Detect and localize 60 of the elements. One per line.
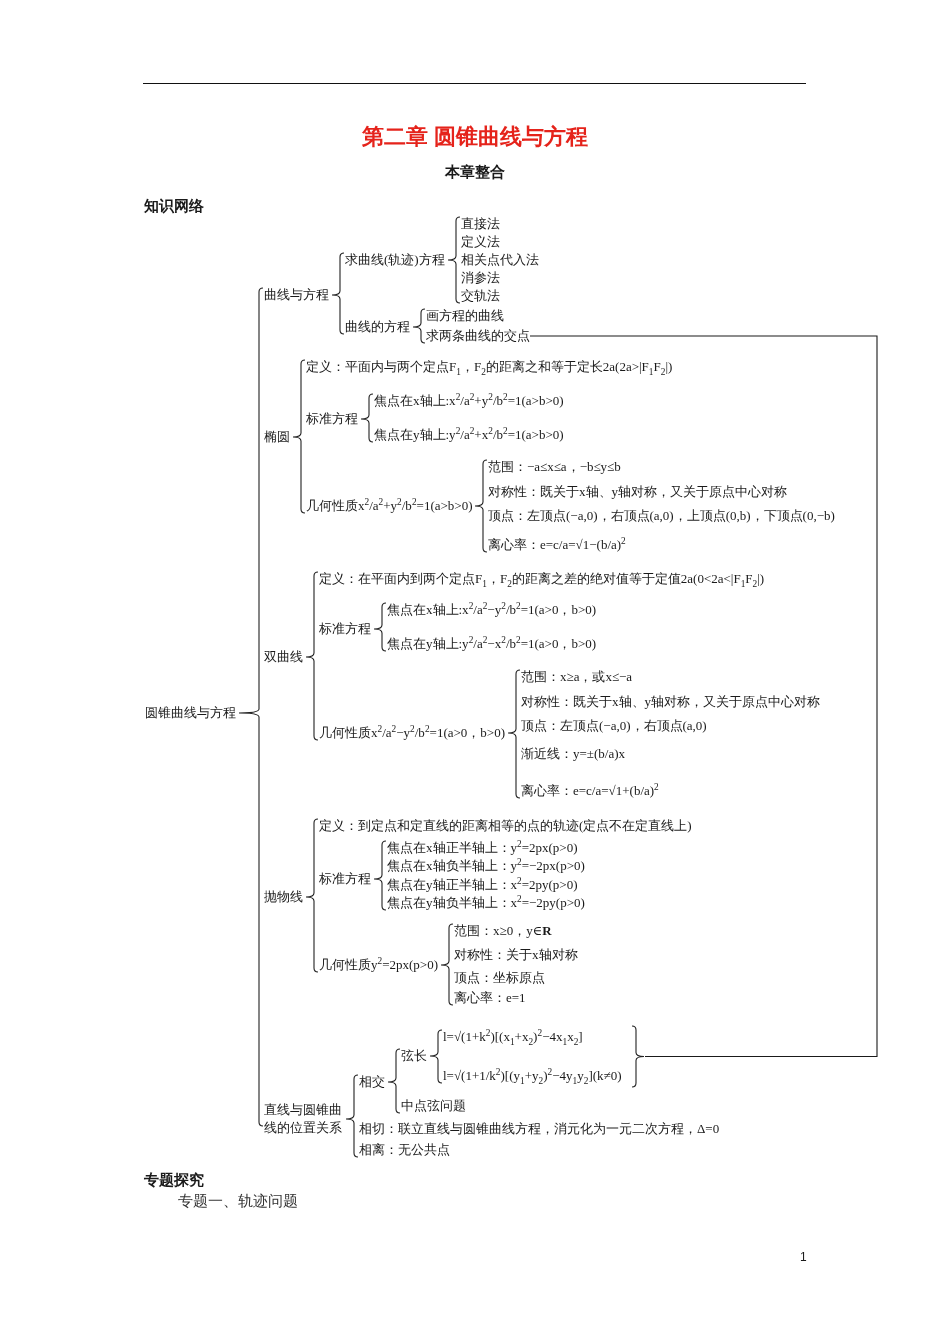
leaf-text: 直接法 [461,215,500,233]
branch-label: 几何性质x$^{2}$/a$^{2}$+y$^{2}$/b$^{2}$=1(a>b>0) [306,497,473,515]
formula-text: l=√(1+k$^{2}$)[(x$_{1}$+x$_{2}$)$^{2}$−4x$_{1}$x$_{2}$] [443,1028,583,1046]
branch-label: 标准方程 [319,870,371,888]
formula-text: l=√(1+1/k$^{2}$)[(y$_{1}$+y$_{2}$)$^{2}$−4y$_{1}$y$_{2}$](k≠0) [443,1067,622,1085]
branch-label: 求曲线(轨迹)方程 [345,251,445,269]
leaf-text: 顶点：左顶点(−a,0)，右顶点(a,0)，上顶点(0,b)，下顶点(0,−b) [488,507,835,525]
right-brace [631,1025,645,1088]
branch-label: 标准方程 [319,620,371,638]
branch-label: 几何性质x$^{2}$/a$^{2}$−y$^{2}$/b$^{2}$=1(a>0，b>0) [319,724,505,742]
leaf-text: 对称性：关于x轴对称 [454,946,578,964]
leaf-text: 顶点：坐标原点 [454,969,545,987]
topic-label: 抛物线 [264,888,303,906]
topic-label: 双曲线 [264,648,303,666]
topic-label: 椭圆 [264,428,290,446]
leaf-text: 离心率：e=1 [454,989,526,1007]
leaf-text: 顶点：左顶点(−a,0)，右顶点(a,0) [521,717,707,735]
leaf-text: 求两条曲线的交点 [426,327,530,345]
topic-label: 曲线与方程 [264,286,329,304]
leaf-text: 画方程的曲线 [426,307,504,325]
leaf-text: 中点弦问题 [401,1097,466,1115]
leaf-text: 焦点在y轴负半轴上：x$^{2}$=−2py(p>0) [387,894,585,912]
branch-label: 几何性质y$^{2}$=2px(p>0) [319,956,438,974]
leaf-text: 对称性：既关于x轴、y轴对称，又关于原点中心对称 [521,693,820,711]
leaf-text: 焦点在y轴上:y$^{2}$/a$^{2}$+x$^{2}$/b$^{2}$=1(a>b>0) [374,426,564,444]
leaf-text: 焦点在y轴正半轴上：x$^{2}$=2py(p>0) [387,876,578,894]
leaf-text: 范围：−a≤x≤a，−b≤y≤b [488,458,621,476]
leaf-text: 范围：x≥a，或x≤−a [521,668,633,686]
leaf-text: 焦点在x轴负半轴上：y$^{2}$=−2px(p>0) [387,857,585,875]
branch-label: 弦长 [401,1047,427,1065]
leaf-text: 范围：x≥0，y∈R [454,922,552,940]
leaf-text: 离心率：e=c/a=√1+(b/a)$^{2}$ [521,782,659,800]
leaf-text: 焦点在x轴上:x$^{2}$/a$^{2}$+y$^{2}$/b$^{2}$=1(a>b>0) [374,392,564,410]
leaf-text: 定义法 [461,233,500,251]
connector-line [529,335,878,1058]
section-subtitle: 本章整合 [445,163,505,182]
chapter-title: 第二章 圆锥曲线与方程 [362,123,588,151]
leaf-text: 交轨法 [461,287,500,305]
section-heading: 知识网络 [144,197,204,216]
leaf-text: 焦点在x轴上:x$^{2}$/a$^{2}$−y$^{2}$/b$^{2}$=1(a>0，b>0) [387,601,597,619]
leaf-text: 定义：到定点和定直线的距离相等的点的轨迹(定点不在定直线上) [319,817,692,835]
subsection-heading: 专题一、轨迹问题 [178,1192,298,1211]
leaf-text: 焦点在y轴上:y$^{2}$/a$^{2}$−x$^{2}$/b$^{2}$=1(a>0，b>0) [387,635,597,653]
branch-label: 相交 [359,1073,385,1091]
leaf-text: 消参法 [461,269,500,287]
leaf-text: 相离：无公共点 [359,1141,450,1159]
leaf-text: 离心率：e=c/a=√1−(b/a)$^{2}$ [488,536,626,554]
leaf-text: 定义：平面内与两个定点F$_{1}$，F$_{2}$的距离之和等于定长2a(2a>|F$_{1}$F$_{2}$|) [306,358,673,376]
leaf-text: 焦点在x轴正半轴上：y$^{2}$=2px(p>0) [387,839,578,857]
leaf-text: 定义：在平面内到两个定点F$_{1}$，F$_{2}$的距离之差的绝对值等于定值2a(0<2a<|F$_{1}$F$_{2}$|) [319,570,765,588]
branch-label: 标准方程 [306,410,358,428]
page-number: 1 [800,1249,807,1266]
topic-label: 直线与圆锥曲线的位置关系 [264,1101,343,1137]
branch-label: 曲线的方程 [345,318,410,336]
leaf-text: 相关点代入法 [461,251,539,269]
leaf-text: 相切：联立直线与圆锥曲线方程，消元化为一元二次方程，Δ=0 [359,1120,720,1138]
leaf-text: 对称性：既关于x轴、y轴对称，又关于原点中心对称 [488,483,787,501]
root-topic: 圆锥曲线与方程 [145,704,236,722]
leaf-text: 渐近线：y=±(b/a)x [521,745,625,763]
section-heading: 专题探究 [144,1171,204,1190]
